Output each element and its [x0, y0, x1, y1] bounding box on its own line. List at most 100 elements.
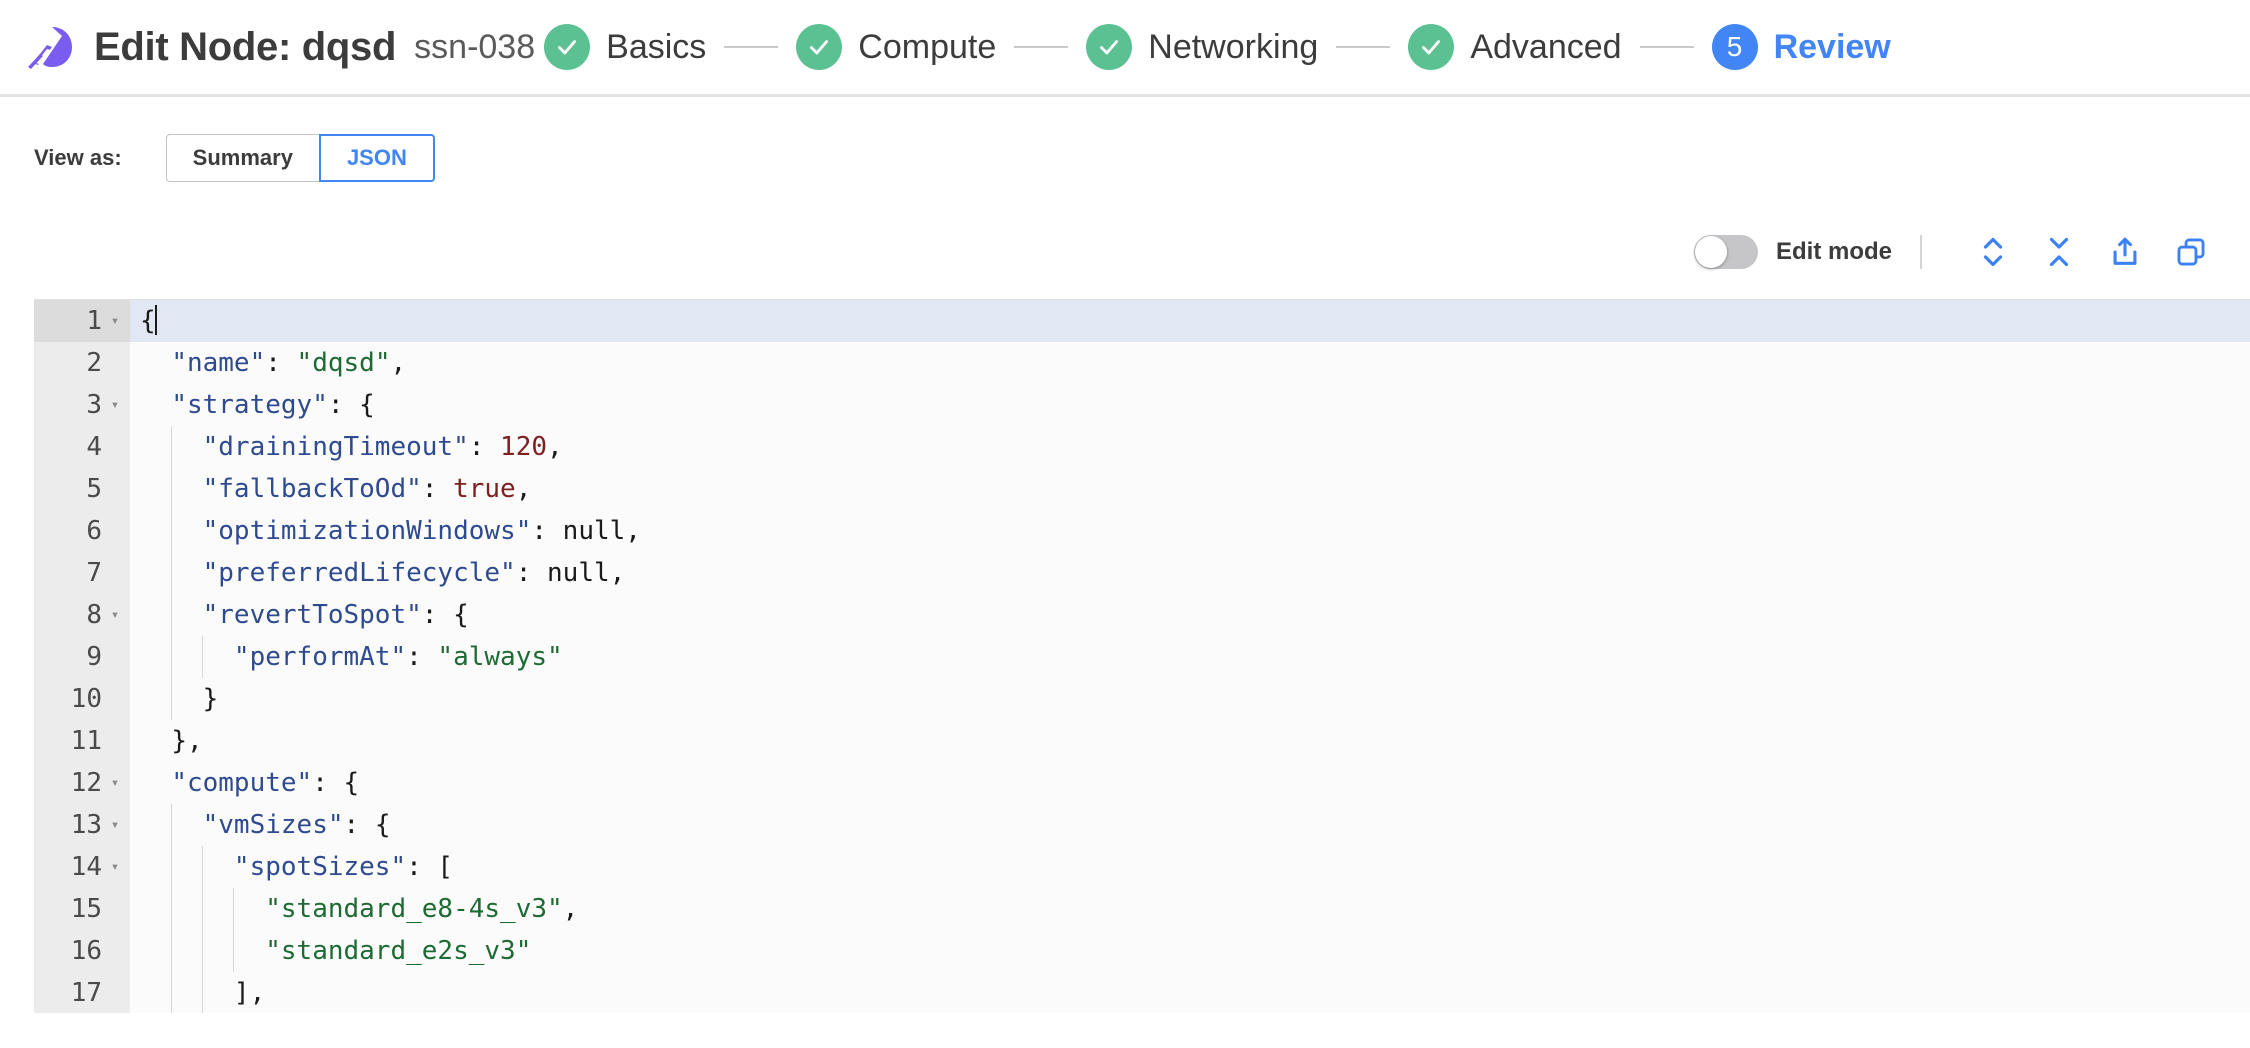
step-compute[interactable]: Compute — [796, 24, 996, 70]
code-text[interactable]: "compute": { — [130, 762, 2250, 804]
code-text[interactable]: } — [130, 678, 2250, 720]
line-number-gutter: 5 — [34, 468, 130, 510]
code-text[interactable]: "revertToSpot": { — [130, 594, 2250, 636]
indent-guide — [171, 594, 172, 636]
code-token: "standard_e2s_v3" — [265, 936, 532, 966]
line-number: 7 — [86, 558, 102, 588]
code-text[interactable]: ], — [130, 972, 2250, 1013]
check-icon — [810, 40, 829, 55]
step-connector-1 — [724, 46, 779, 48]
wizard-stepper: Basics Compute Networking — [544, 24, 2250, 70]
code-token: , — [625, 516, 641, 546]
code-text[interactable]: "name": "dqsd", — [130, 342, 2250, 384]
line-number-gutter: 2 — [34, 342, 130, 384]
fold-arrow-icon[interactable]: ▾ — [110, 313, 120, 329]
code-token: null — [547, 558, 610, 588]
code-token: : { — [343, 810, 391, 840]
code-text[interactable]: "drainingTimeout": 120, — [130, 426, 2250, 468]
code-token: : [ — [406, 852, 454, 882]
fold-arrow-icon[interactable]: ▾ — [110, 775, 120, 791]
line-number-gutter: 8▾ — [34, 594, 130, 636]
code-line[interactable]: 3▾ "strategy": { — [34, 384, 2250, 426]
code-line[interactable]: 14▾ "spotSizes": [ — [34, 846, 2250, 888]
line-number-gutter: 7 — [34, 552, 130, 594]
code-token: : { — [421, 600, 469, 630]
check-icon — [1100, 40, 1119, 55]
line-number-gutter: 12▾ — [34, 762, 130, 804]
code-token: : — [421, 474, 454, 504]
code-line[interactable]: 9 "performAt": "always" — [34, 636, 2250, 678]
code-text[interactable]: }, — [130, 720, 2250, 762]
share-icon[interactable] — [2102, 229, 2148, 275]
code-line[interactable]: 11 }, — [34, 720, 2250, 762]
indent-guide — [171, 804, 172, 846]
code-line[interactable]: 17 ], — [34, 972, 2250, 1013]
code-line[interactable]: 10 } — [34, 678, 2250, 720]
collapse-all-icon[interactable] — [2036, 229, 2082, 275]
code-token: , — [515, 474, 532, 504]
code-text[interactable]: "performAt": "always" — [130, 636, 2250, 678]
indent-guide — [202, 930, 203, 972]
indent-guide — [171, 468, 172, 510]
code-text[interactable]: "fallbackToOd": true, — [130, 468, 2250, 510]
view-as-summary-button[interactable]: Summary — [165, 134, 319, 182]
step-connector-4 — [1639, 46, 1694, 48]
check-icon — [558, 40, 577, 55]
code-text[interactable]: "standard_e8-4s_v3", — [130, 888, 2250, 930]
code-text[interactable]: "vmSizes": { — [130, 804, 2250, 846]
code-text[interactable]: "spotSizes": [ — [130, 846, 2250, 888]
indent-guide — [202, 846, 203, 888]
fold-arrow-icon[interactable]: ▾ — [110, 817, 120, 833]
code-line[interactable]: 7 "preferredLifecycle": null, — [34, 552, 2250, 594]
step-networking[interactable]: Networking — [1086, 24, 1318, 70]
code-token: } — [202, 684, 219, 714]
fold-arrow-icon[interactable]: ▾ — [110, 607, 120, 623]
line-number-gutter: 4 — [34, 426, 130, 468]
code-text[interactable]: "optimizationWindows": null, — [130, 510, 2250, 552]
step-advanced-label: Advanced — [1470, 27, 1622, 66]
step-review[interactable]: 5 Review — [1711, 24, 1891, 70]
code-line[interactable]: 8▾ "revertToSpot": { — [34, 594, 2250, 636]
json-code-editor[interactable]: 1▾{2 "name": "dqsd",3▾ "strategy": {4 "d… — [34, 299, 2250, 1013]
line-number: 1 — [86, 306, 102, 336]
line-number: 8 — [86, 600, 102, 630]
code-line[interactable]: 2 "name": "dqsd", — [34, 342, 2250, 384]
code-line[interactable]: 16 "standard_e2s_v3" — [34, 930, 2250, 972]
code-line[interactable]: 15 "standard_e8-4s_v3", — [34, 888, 2250, 930]
line-number: 4 — [86, 432, 102, 462]
code-line[interactable]: 6 "optimizationWindows": null, — [34, 510, 2250, 552]
code-text[interactable]: "standard_e2s_v3" — [130, 930, 2250, 972]
code-token: : { — [312, 768, 360, 798]
code-line[interactable]: 13 ▾ "vmSizes": { — [34, 804, 2250, 846]
code-text[interactable]: { — [130, 300, 2250, 342]
indent-guide — [171, 636, 172, 678]
step-basics[interactable]: Basics — [544, 24, 706, 70]
code-token — [140, 978, 234, 1008]
code-token: : — [468, 432, 501, 462]
code-token: : — [515, 558, 548, 588]
code-line[interactable]: 1 ▾ { — [34, 300, 2250, 342]
fold-arrow-icon[interactable]: ▾ — [110, 397, 120, 413]
copy-icon[interactable] — [2168, 229, 2214, 275]
edit-mode-toggle[interactable] — [1693, 235, 1758, 269]
view-as-row: View as: Summary JSON — [0, 97, 2250, 187]
code-token: , — [390, 348, 407, 378]
fold-arrow-icon[interactable]: ▾ — [110, 859, 120, 875]
code-text[interactable]: "preferredLifecycle": null, — [130, 552, 2250, 594]
code-text[interactable]: "strategy": { — [130, 384, 2250, 426]
view-as-json-button[interactable]: JSON — [318, 134, 435, 182]
expand-all-icon[interactable] — [1970, 229, 2016, 275]
step-basics-label: Basics — [606, 27, 707, 66]
code-line[interactable]: 12▾ "compute": { — [34, 762, 2250, 804]
code-line[interactable]: 5 "fallbackToOd": true, — [34, 468, 2250, 510]
code-token — [140, 348, 171, 378]
indent-guide — [171, 678, 172, 720]
line-number-gutter: 15 — [34, 888, 130, 930]
code-token — [140, 768, 171, 798]
code-token: , — [547, 432, 563, 462]
line-number: 6 — [86, 516, 102, 546]
line-number: 13 — [70, 810, 102, 840]
step-connector-3 — [1336, 46, 1391, 48]
step-advanced[interactable]: Advanced — [1408, 24, 1622, 70]
code-line[interactable]: 4 "drainingTimeout": 120, — [34, 426, 2250, 468]
